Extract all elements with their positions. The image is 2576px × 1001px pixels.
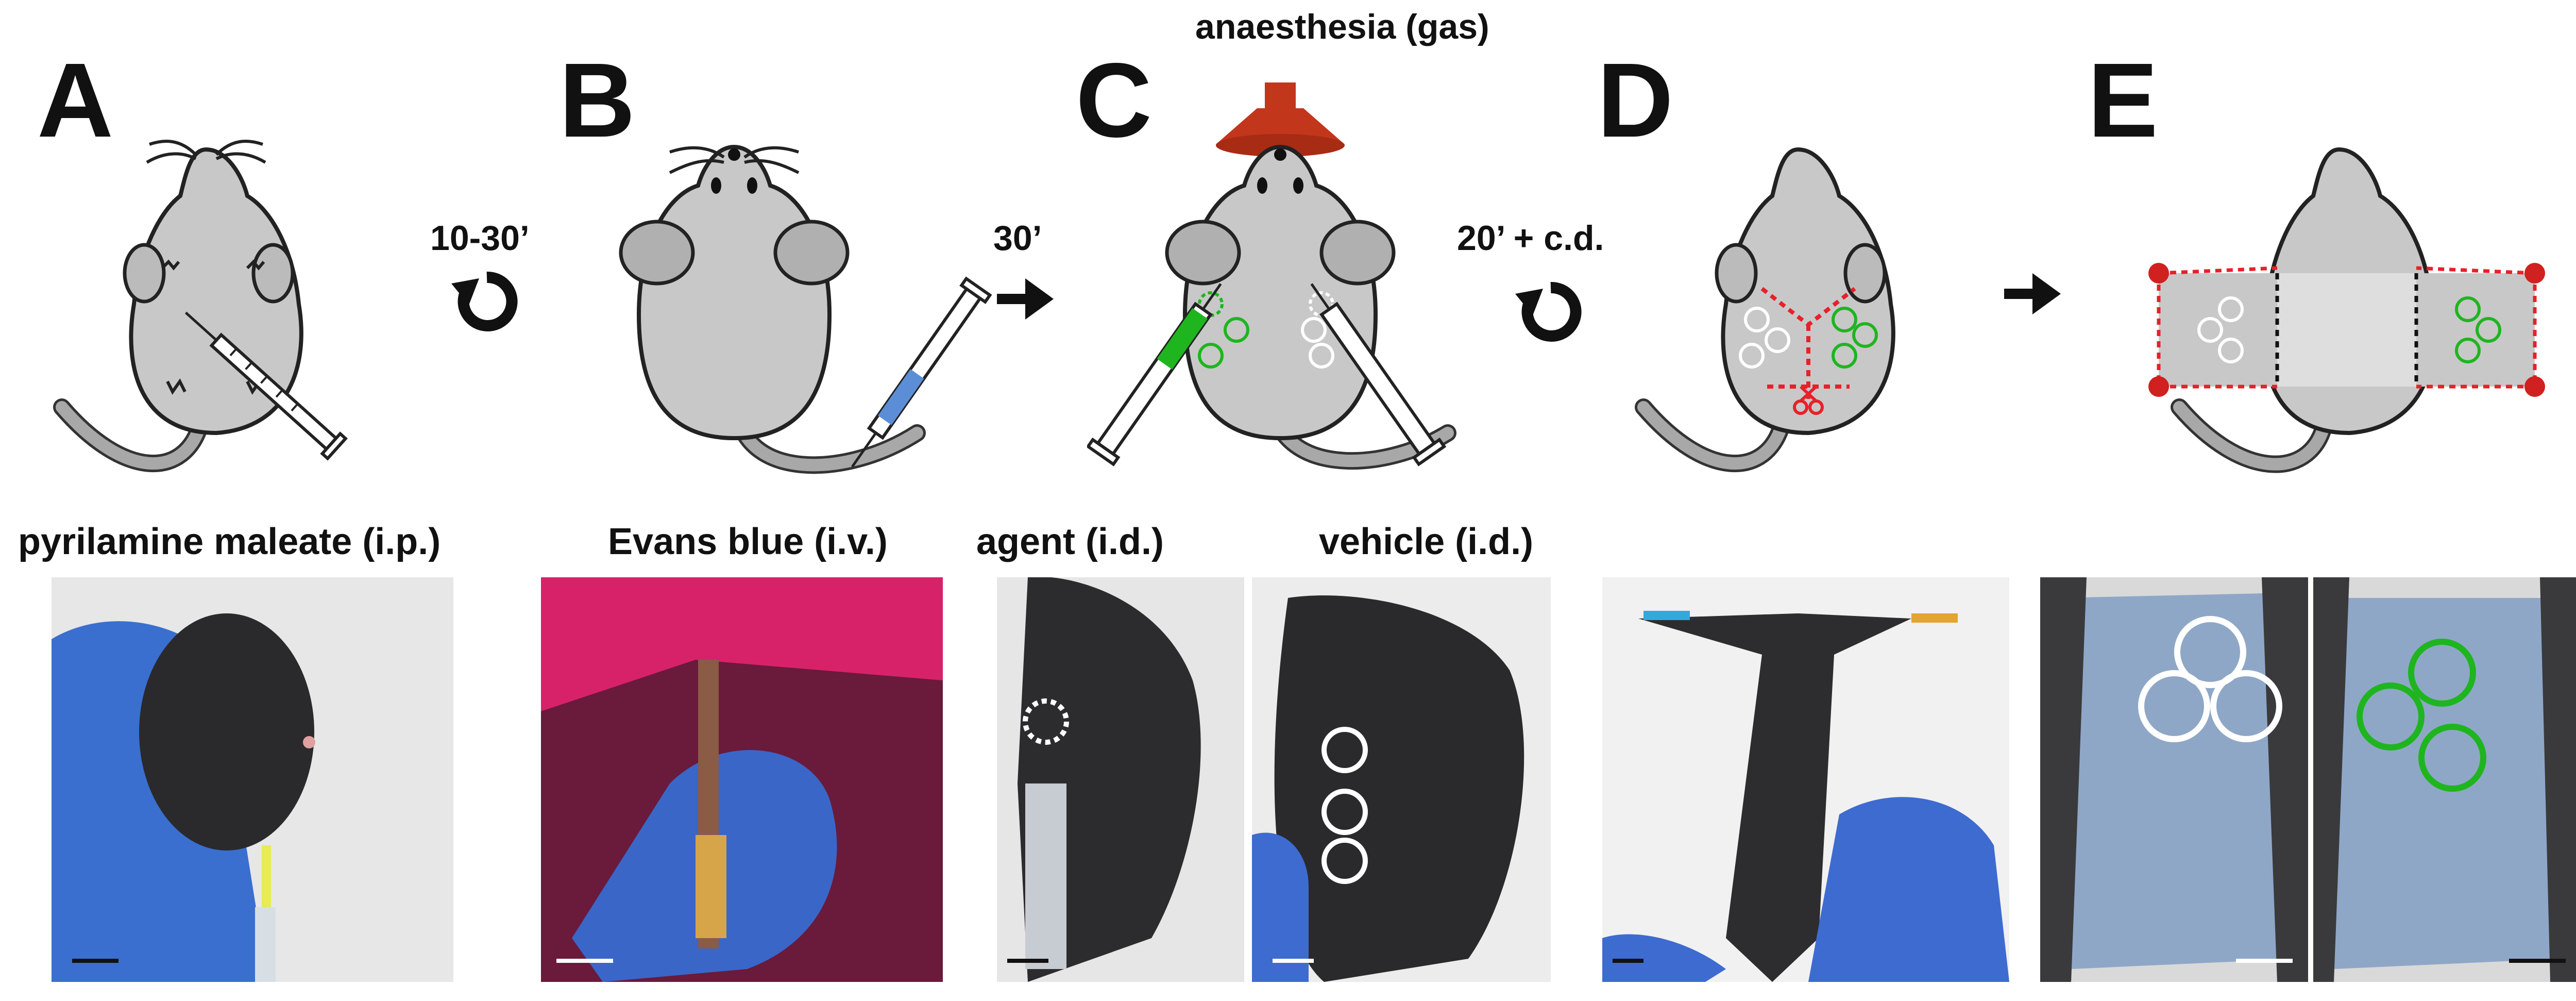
right-arrow-icon (2004, 273, 2061, 314)
mouse-illustration-d (1635, 147, 1895, 473)
clockwise-arrow-icon (1515, 281, 1582, 342)
panel-letter-a: A (37, 41, 114, 159)
mouse-illustration-a (53, 140, 348, 473)
mouse-illustration-b (619, 144, 992, 474)
mouse-illustration-e (2148, 147, 2545, 473)
clockwise-arrow-icon (451, 271, 518, 331)
photo-d-dissection (1602, 577, 2009, 982)
panel-letter-b: B (559, 41, 636, 159)
caption-b: Evans blue (i.v.) (608, 521, 888, 562)
photo-c-agent (997, 577, 1244, 982)
caption-c-vehicle: vehicle (i.d.) (1319, 521, 1534, 562)
step-label-cd: 20’ + c.d. (1457, 219, 1604, 258)
photo-a-ip-injection (52, 577, 453, 982)
step-label-ab: 10-30’ (430, 219, 530, 258)
photo-e-agent-skin (2313, 577, 2576, 982)
photo-e-vehicle-skin (2040, 577, 2308, 982)
panel-letter-d: D (1597, 41, 1674, 159)
photo-c-vehicle (1252, 577, 1551, 982)
panel-letter-c: C (1076, 41, 1153, 159)
photo-b-iv-injection (541, 577, 943, 982)
top-label-anaesthesia: anaesthesia (gas) (1195, 7, 1489, 46)
caption-a: pyrilamine maleate (i.p.) (18, 521, 441, 562)
caption-c-agent: agent (i.d.) (976, 521, 1164, 562)
right-arrow-icon (997, 278, 1054, 320)
scissors-icon (1793, 385, 1824, 415)
mouse-illustration-c (1087, 82, 1456, 470)
panel-letter-e: E (2088, 41, 2158, 159)
step-label-bc: 30’ (993, 219, 1042, 258)
